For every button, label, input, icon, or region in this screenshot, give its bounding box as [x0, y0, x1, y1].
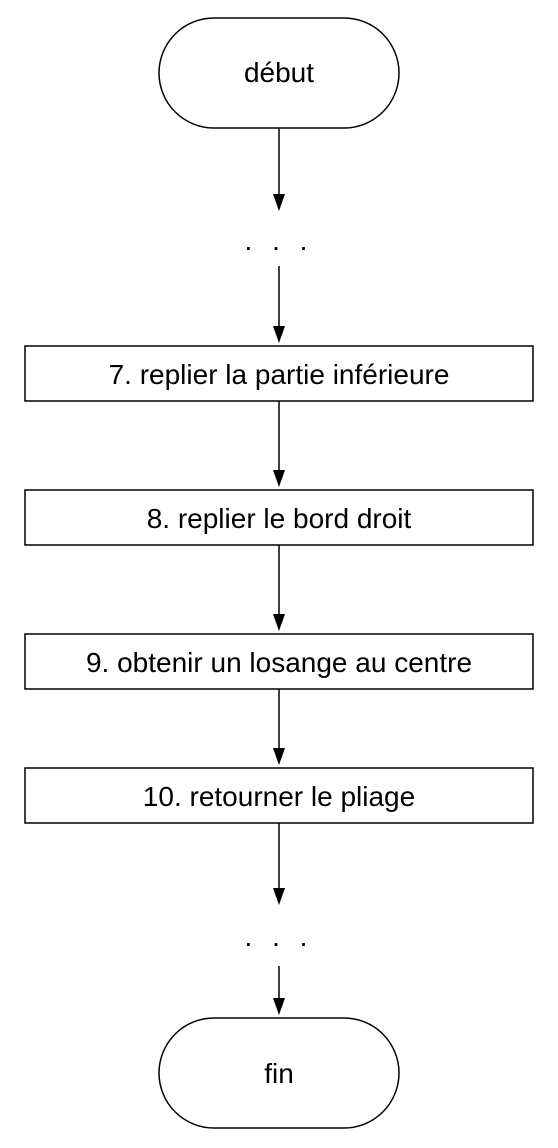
- edge-step-9-to-step-10: [273, 689, 285, 765]
- edge-start-to-ellipsis: [273, 128, 285, 211]
- step-7-node: 7. replier la partie inférieure: [24, 345, 534, 402]
- edge-step-7-to-step-8: [273, 401, 285, 487]
- step-10-node: 10. retourner le pliage: [24, 767, 534, 824]
- start-node: début: [158, 17, 400, 129]
- start-label: début: [244, 57, 314, 88]
- step-9-node: 9. obtenir un losange au centre: [24, 633, 534, 690]
- edge-step-8-to-step-9: [273, 545, 285, 631]
- edge-step-10-to-ellipsis: [273, 823, 285, 905]
- step-8-node: 8. replier le bord droit: [24, 489, 534, 546]
- ellipsis-top: . . .: [245, 225, 314, 256]
- step-10-label: 10. retourner le pliage: [143, 781, 415, 812]
- step-9-label: 9. obtenir un losange au centre: [86, 647, 472, 678]
- step-8-label: 8. replier le bord droit: [147, 503, 412, 534]
- end-label: fin: [264, 1058, 294, 1089]
- ellipsis-bottom: . . .: [245, 921, 314, 952]
- step-7-label: 7. replier la partie inférieure: [109, 359, 450, 390]
- end-node: fin: [158, 1017, 400, 1129]
- edge-ellipsis-to-end: [273, 966, 285, 1015]
- edge-ellipsis-to-step-7: [273, 266, 285, 343]
